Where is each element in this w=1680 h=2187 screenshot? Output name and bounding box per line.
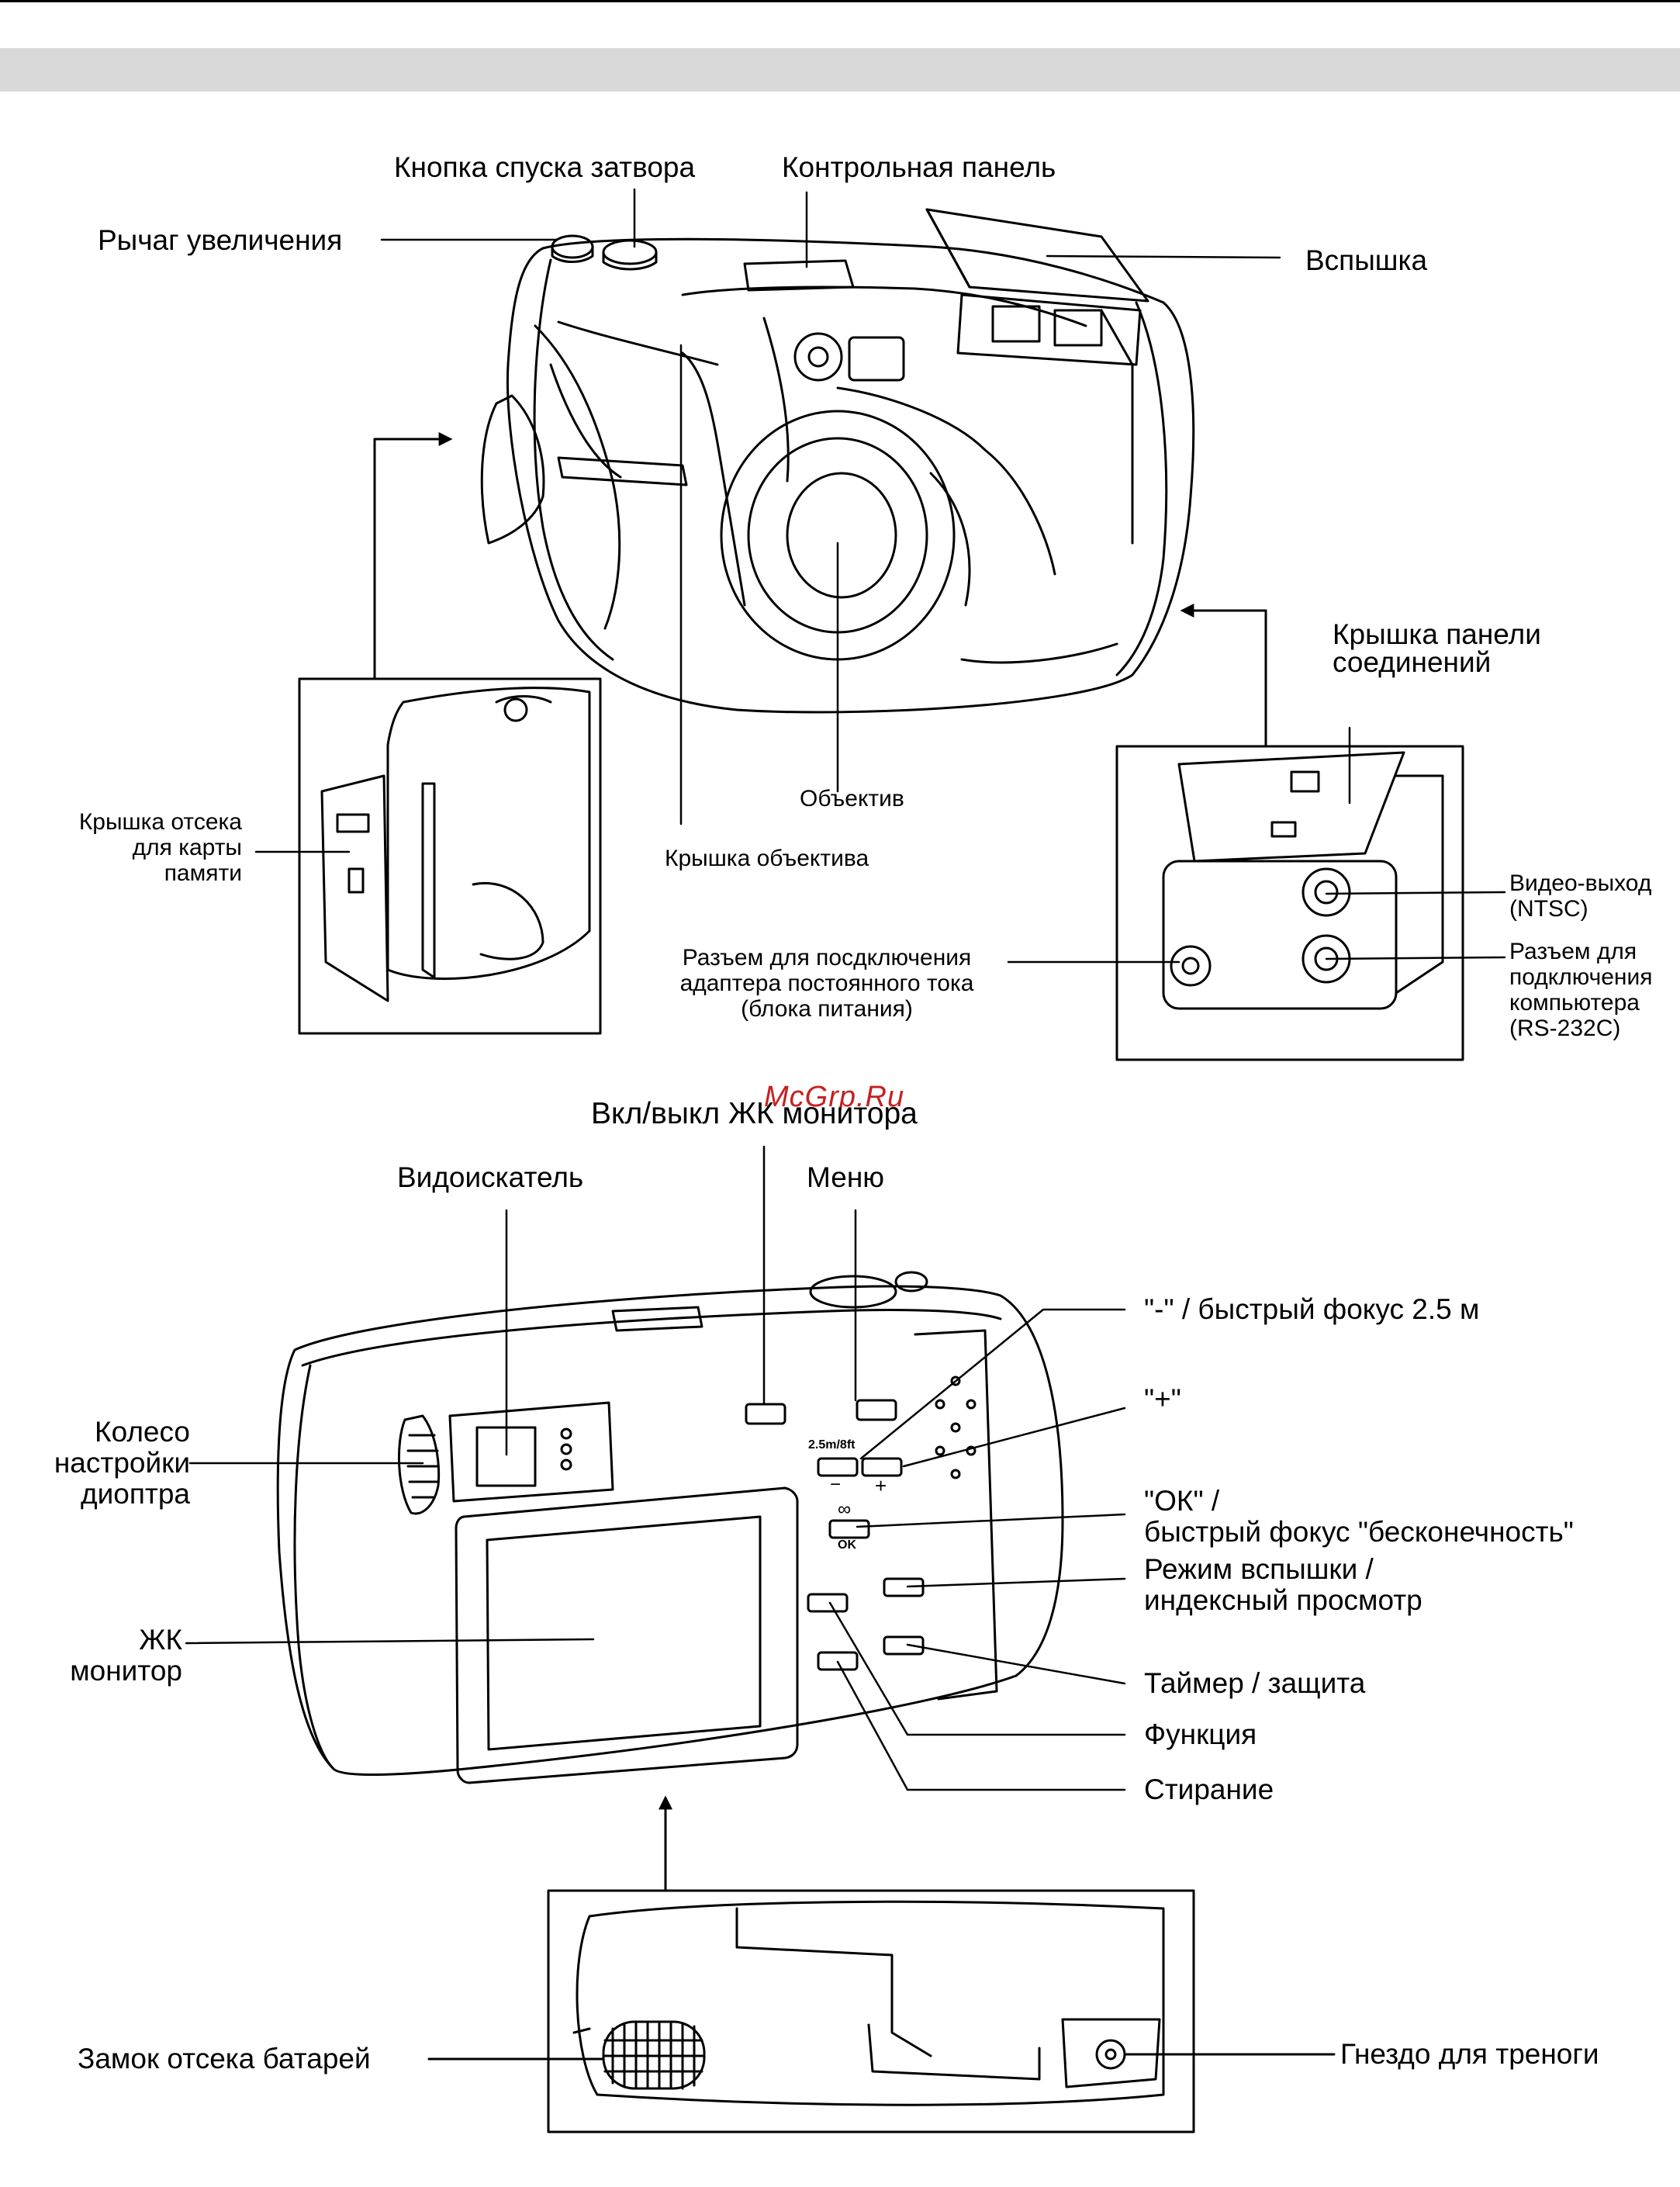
- minus-button-drawing: [817, 1457, 859, 1477]
- card-cover-line-2: для карты: [132, 835, 242, 860]
- timer-protect-label: Таймер / защита: [1144, 1667, 1366, 1699]
- video-out-line-1: Видео-выход: [1509, 870, 1652, 896]
- connector-detail: [1115, 604, 1464, 1061]
- video-out-jack: [1301, 867, 1351, 917]
- plus-mark: +: [875, 1474, 887, 1497]
- ok-mark: OK: [838, 1538, 856, 1552]
- lcd-toggle-label: Вкл/выкл ЖК монитора: [591, 1097, 918, 1130]
- flash-index-line-1: Режим вспышки /: [1144, 1553, 1374, 1585]
- lcd-monitor-label: ЖК монитор: [31, 1625, 182, 1687]
- connector-cover-line-1: Крышка панели: [1333, 618, 1541, 650]
- flash-drawing: [925, 208, 1149, 303]
- zoom-lever-label: Рычаг увеличения: [98, 224, 343, 256]
- battery-lock-label: Замок отсека батарей: [78, 2043, 371, 2075]
- erase-label: Стирание: [1144, 1773, 1274, 1805]
- minus-mark: −: [830, 1474, 842, 1495]
- flash-mode-button-drawing: [883, 1577, 925, 1597]
- infinity-mark: ∞: [838, 1499, 852, 1520]
- dc-in-line-1: Разъем для посдключения: [682, 945, 972, 971]
- pc-port-jack: [1301, 934, 1351, 984]
- function-button-drawing: [807, 1593, 849, 1613]
- watermark: McGrp.Ru: [764, 1081, 905, 1113]
- zoom-lever-drawing: [551, 234, 594, 259]
- function-label: Функция: [1144, 1718, 1257, 1750]
- tripod-socket-drawing: [1061, 2018, 1161, 2088]
- tripod-label: Гнездо для треноги: [1340, 2038, 1599, 2070]
- flash-label: Вспышка: [1305, 244, 1428, 276]
- front-camera-drawing: [480, 208, 1195, 714]
- erase-button-drawing: [817, 1651, 859, 1671]
- video-out-line-2: (NTSC): [1509, 896, 1588, 922]
- ok-focus-label: "ОК" / быстрый фокус "бесконечность": [1144, 1486, 1574, 1548]
- dc-in-label: Разъем для посдключения адаптера постоян…: [656, 945, 997, 1022]
- ok-focus-line-2: быстрый фокус "бесконечность": [1144, 1516, 1574, 1548]
- pc-port-line-3: компьютера: [1509, 990, 1640, 1016]
- diopter-label: Колесо настройки диоптра: [31, 1417, 190, 1510]
- pc-port-line-1: Разъем для: [1509, 939, 1637, 964]
- plus-label: "+": [1144, 1383, 1181, 1415]
- lcd-toggle-button-drawing: [745, 1403, 786, 1425]
- viewfinder-label: Видоискатель: [397, 1161, 584, 1193]
- card-cover-label: Крышка отсека для карты памяти: [39, 809, 242, 886]
- lcd-monitor-line-2: монитор: [70, 1655, 182, 1687]
- viewfinder-drawing: [448, 1401, 614, 1503]
- focus-25-mark: 2.5m/8ft: [808, 1438, 856, 1452]
- shutter-button-label: Кнопка спуска затвора: [394, 151, 696, 183]
- lens-label: Объектив: [800, 786, 904, 811]
- diopter-line-3: диоптра: [81, 1478, 190, 1510]
- flash-index-label: Режим вспышки / индексный просмотр: [1144, 1554, 1422, 1616]
- pc-port-line-4: (RS-232C): [1509, 1016, 1621, 1041]
- lcd-monitor-line-1: ЖК: [139, 1624, 182, 1656]
- card-door-drawing: [480, 394, 545, 545]
- lcd-monitor-drawing: [455, 1486, 799, 1784]
- timer-button-drawing: [883, 1635, 925, 1656]
- header-band: [0, 48, 1680, 92]
- ok-focus-line-1: "ОК" /: [1144, 1485, 1220, 1517]
- card-door-detail: [298, 432, 602, 1035]
- menu-label: Меню: [807, 1161, 884, 1193]
- connector-cover-line-2: соединений: [1333, 646, 1492, 678]
- flash-index-line-2: индексный просмотр: [1144, 1584, 1422, 1616]
- diopter-wheel-drawing: [397, 1414, 441, 1515]
- back-leader-lines: [185, 1145, 1126, 1791]
- pc-port-line-2: подключения: [1509, 964, 1653, 990]
- diopter-line-2: настройки: [54, 1447, 190, 1479]
- connector-cover-label: Крышка панели соединений: [1333, 618, 1541, 678]
- dc-in-line-3: (блока питания): [741, 996, 913, 1022]
- diopter-line-1: Колесо: [95, 1416, 190, 1448]
- lens-cover-label: Крышка объектива: [665, 846, 869, 871]
- ok-button-drawing: [828, 1519, 870, 1539]
- top-rule: [0, 0, 1680, 2]
- minus-focus-label: "-" / быстрый фокус 2.5 м: [1144, 1293, 1480, 1325]
- plus-button-drawing: [861, 1457, 903, 1477]
- video-out-label: Видео-выход (NTSC): [1509, 870, 1651, 922]
- card-cover-line-1: Крышка отсека: [78, 809, 242, 835]
- card-cover-line-3: памяти: [164, 860, 242, 886]
- back-camera-drawing: [276, 1271, 1064, 1784]
- dc-in-line-2: адаптера постоянного тока: [679, 971, 974, 996]
- front-leader-lines: [254, 188, 1506, 964]
- shutter-button-drawing: [602, 239, 658, 265]
- dc-in-jack: [1170, 945, 1212, 987]
- control-panel-label: Контрольная панель: [782, 151, 1056, 183]
- menu-button-drawing: [856, 1399, 897, 1421]
- bottom-view-detail: [427, 1795, 1336, 2133]
- pc-port-label: Разъем для подключения компьютера (RS-23…: [1509, 939, 1652, 1041]
